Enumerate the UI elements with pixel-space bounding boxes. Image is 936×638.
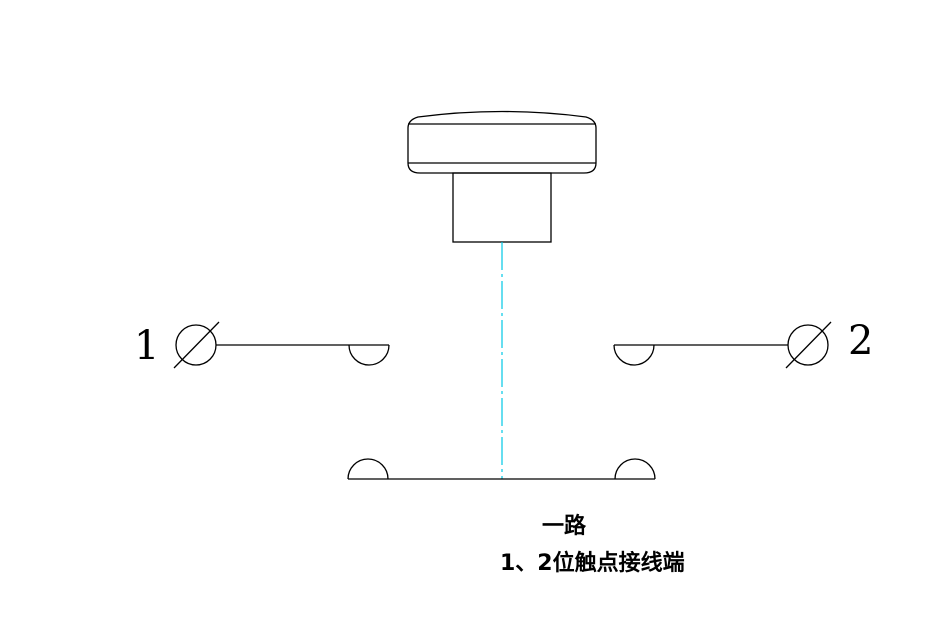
- moving-contact-left-icon: [347, 458, 389, 480]
- terminal-label-1: 1: [134, 323, 160, 369]
- button-stem: [452, 172, 552, 243]
- left-terminal-icon: [173, 321, 220, 369]
- terminal-label-2: 2: [848, 318, 874, 364]
- button-cap: [407, 110, 597, 174]
- push-button-icon: [407, 110, 597, 243]
- caption-line-2: 1、2位触点接线端: [500, 551, 685, 576]
- right-fixed-contact-icon: [613, 344, 655, 366]
- right-terminal-icon: [785, 321, 832, 369]
- caption-line-1: 一路: [542, 514, 587, 539]
- left-fixed-contact-icon: [348, 344, 390, 366]
- moving-contact-right-icon: [614, 458, 656, 480]
